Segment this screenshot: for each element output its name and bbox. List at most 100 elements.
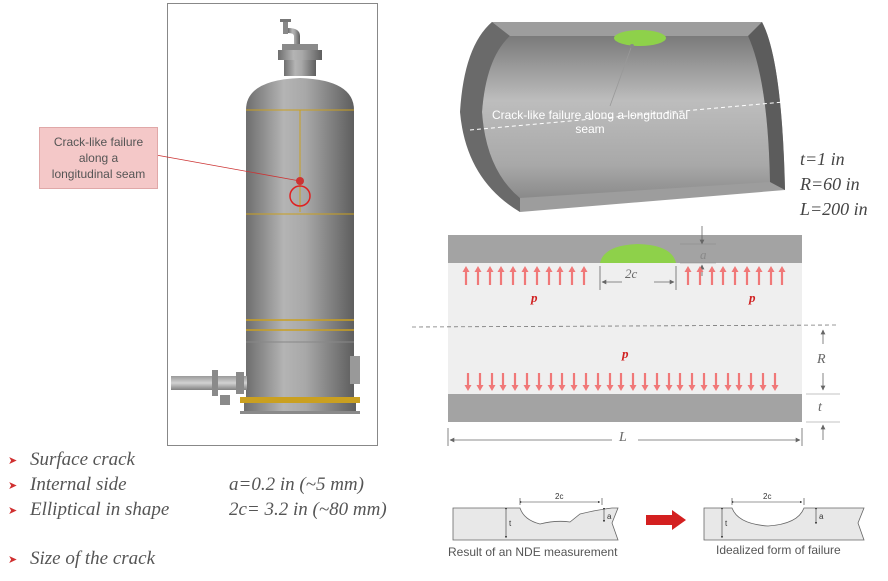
pressure-arrow-up <box>509 266 517 285</box>
bullet-surface-crack: ➤ Surface crack <box>8 449 135 471</box>
pressure-arrow-down <box>688 373 696 391</box>
nde-caption: Result of an NDE measurement <box>448 545 618 559</box>
section-p-label-left: p <box>531 290 538 305</box>
param-R: R=60 in <box>800 174 860 194</box>
transform-arrow-icon <box>646 510 686 530</box>
pressure-arrow-down <box>735 373 743 391</box>
pressure-arrow-down <box>499 373 507 391</box>
pressure-arrow-up <box>556 266 564 285</box>
bullet-elliptical: ➤ Elliptical in shape <box>8 499 169 521</box>
ideal-2c-label: 2c <box>763 492 772 501</box>
pressure-arrow-up <box>545 266 553 285</box>
nde-plate <box>452 507 619 541</box>
top-nozzle <box>278 19 322 76</box>
pressure-arrow-down <box>712 373 720 391</box>
vessel-shell <box>246 78 354 400</box>
pipe-crack-label: Crack-like failure along a longitudinal … <box>480 108 700 136</box>
pressure-arrow-down <box>629 373 637 391</box>
pipe-label-line-1: Crack-like failure along a longitudinal <box>491 108 689 122</box>
pressure-arrow-down <box>523 373 531 391</box>
pressure-arrow-down <box>606 373 614 391</box>
section-2c-label: 2c <box>625 266 638 281</box>
pressure-arrow-up <box>486 266 494 285</box>
crack-depth-value: a=0.2 in (~5 mm) <box>229 474 364 495</box>
pressure-arrow-up <box>767 266 775 285</box>
bullet-marker-icon: ➤ <box>8 553 18 566</box>
pressure-arrow-down <box>676 373 684 391</box>
pressure-arrow-down <box>759 373 767 391</box>
pressure-arrow-up <box>719 266 727 285</box>
pressure-arrow-up <box>755 266 763 285</box>
pressure-arrows-bottom <box>464 373 779 391</box>
crack-marker-circle <box>289 185 311 207</box>
bullet-marker-icon: ➤ <box>8 504 18 517</box>
ideal-a-label: a <box>819 512 824 521</box>
bullet-internal-side: ➤ Internal side <box>8 474 127 496</box>
pipe-crack <box>614 30 666 46</box>
bullet-size: ➤ Size of the crack <box>8 548 155 570</box>
pressure-arrow-down <box>488 373 496 391</box>
callout-line-3: longitudinal seam <box>51 167 146 181</box>
pressure-arrow-up <box>778 266 786 285</box>
pressure-arrow-down <box>547 373 555 391</box>
bullet-text: Elliptical in shape <box>30 499 170 520</box>
pressure-arrow-up <box>708 266 716 285</box>
idealized-caption: Idealized form of failure <box>716 543 841 557</box>
pressure-arrows-top <box>462 266 786 285</box>
pressure-arrow-down <box>535 373 543 391</box>
section-crack <box>600 244 676 263</box>
pressure-arrow-down <box>641 373 649 391</box>
pressure-arrow-up <box>462 266 470 285</box>
pressure-arrow-up <box>497 266 505 285</box>
pressure-arrow-up <box>696 266 704 285</box>
pressure-arrow-down <box>617 373 625 391</box>
bullet-marker-icon: ➤ <box>8 454 18 467</box>
pressure-arrow-up <box>743 266 751 285</box>
pressure-arrow-down <box>700 373 708 391</box>
side-pipe <box>171 356 360 405</box>
idealized-plate <box>703 507 865 541</box>
vessel-crack-callout: Crack-like failure along a longitudinal … <box>39 127 158 189</box>
pressure-arrow-down <box>570 373 578 391</box>
pipe-label-line-2: seam <box>575 122 605 136</box>
crack-length-value: 2c= 3.2 in (~80 mm) <box>229 499 387 520</box>
pressure-arrow-down <box>511 373 519 391</box>
nde-t-label: t <box>509 519 512 528</box>
pressure-arrow-down <box>724 373 732 391</box>
pressure-arrow-up <box>580 266 588 285</box>
callout-line-1: Crack-like failure <box>53 135 144 149</box>
pressure-arrow-down <box>582 373 590 391</box>
pressure-arrow-down <box>594 373 602 391</box>
section-L-label: L <box>619 430 627 445</box>
section-interior <box>448 263 802 394</box>
ideal-t-label: t <box>725 519 728 528</box>
section-p-label-bottom: p <box>622 346 629 361</box>
pressure-arrow-down <box>665 373 673 391</box>
pressure-arrow-down <box>771 373 779 391</box>
callout-leader <box>155 154 301 182</box>
pressure-arrow-down <box>653 373 661 391</box>
bullet-marker-icon: ➤ <box>8 479 18 492</box>
pressure-arrow-up <box>568 266 576 285</box>
pressure-arrow-up <box>731 266 739 285</box>
pressure-arrow-up <box>521 266 529 285</box>
nde-2c-label: 2c <box>555 492 564 501</box>
nde-a-label: a <box>607 512 612 521</box>
param-t: t=1 in <box>800 149 845 169</box>
bullet-text: Internal side <box>30 474 127 495</box>
pressure-arrow-down <box>747 373 755 391</box>
callout-line-2: along a <box>78 151 119 165</box>
section-t-label: t <box>818 400 822 415</box>
pressure-arrow-up <box>533 266 541 285</box>
pressure-arrow-up <box>474 266 482 285</box>
bullet-text: Surface crack <box>30 449 135 470</box>
pressure-arrow-down <box>476 373 484 391</box>
param-L: L=200 in <box>800 199 868 219</box>
pressure-arrow-up <box>684 266 692 285</box>
section-a-label: a <box>700 247 707 262</box>
section-p-label-right: p <box>749 290 756 305</box>
